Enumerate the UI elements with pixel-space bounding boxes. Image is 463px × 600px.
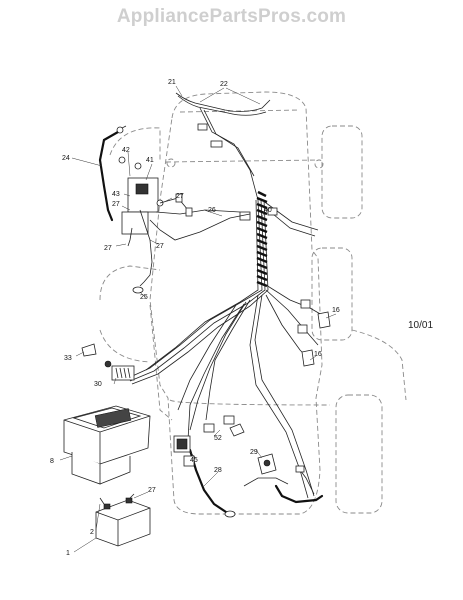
connector-plug (185, 207, 193, 217)
callout-2: 2 (90, 529, 94, 536)
connector-plug (297, 324, 308, 334)
connector-plug (175, 193, 183, 203)
callout-26: 26 (208, 207, 216, 214)
connector-block (111, 365, 135, 381)
callout-16-upper: 16 (332, 307, 340, 314)
callout-27-left: 27 (112, 201, 120, 208)
connector-plug (197, 123, 208, 131)
upper-harness (175, 92, 271, 201)
callout-1: 1 (66, 550, 70, 557)
callout-labels: 1 2 8 16 16 21 22 24 25 26 27 27 27 27 2… (50, 79, 433, 557)
battery-terminal-positive (125, 497, 133, 504)
callout-24: 24 (62, 155, 70, 162)
callout-28: 28 (214, 467, 222, 474)
callout-27-battery: 27 (148, 487, 156, 494)
terminal-ring (118, 156, 126, 164)
callout-41: 41 (146, 157, 154, 164)
ring-terminal (224, 510, 236, 518)
callout-25: 25 (140, 294, 148, 301)
left-side-components (81, 281, 145, 381)
seat-switch (301, 349, 315, 367)
mower-frame-outline (99, 91, 407, 515)
battery-box (63, 405, 151, 485)
callout-33: 33 (64, 355, 72, 362)
callout-52: 52 (214, 435, 222, 442)
callout-43: 43 (112, 191, 120, 198)
ignition-switch (135, 183, 149, 195)
switch-bracket (121, 211, 149, 235)
battery-terminal-negative (103, 503, 111, 510)
clip (81, 343, 97, 357)
fuse-holder (183, 455, 195, 467)
callout-40: 40 (264, 207, 272, 214)
callout-leaders (59, 85, 337, 553)
callout-27-top: 27 (176, 193, 184, 200)
battery (95, 493, 151, 547)
lower-components (173, 311, 331, 518)
connector-plug (223, 415, 235, 425)
ignition-switch-assembly (98, 125, 251, 283)
connector-plug (210, 140, 223, 148)
callout-42: 42 (122, 147, 130, 154)
revision-date: 10/01 (408, 320, 433, 331)
ring-terminal (132, 286, 144, 294)
connector-plug (295, 465, 305, 473)
safety-switch (317, 311, 331, 329)
callout-16-lower: 16 (314, 351, 322, 358)
grommet (104, 360, 112, 368)
connector-plug (300, 299, 311, 309)
watermark-text: AppliancePartsPros.com (116, 6, 347, 27)
callout-27-bottom-right: 27 (156, 243, 164, 250)
callout-29: 29 (250, 449, 258, 456)
callout-22: 22 (220, 81, 228, 88)
callout-30: 30 (94, 381, 102, 388)
switch-body (127, 177, 159, 213)
terminal-ring (134, 162, 142, 170)
callout-45: 45 (190, 457, 198, 464)
connector-plug (267, 207, 278, 216)
callout-27-bottom-left: 27 (104, 245, 112, 252)
callout-21: 21 (168, 79, 176, 86)
harness-coil (256, 190, 268, 288)
main-harness-bundle (127, 190, 323, 499)
switch-52 (229, 423, 245, 437)
connector-plug (203, 423, 215, 433)
callout-8: 8 (50, 458, 54, 465)
